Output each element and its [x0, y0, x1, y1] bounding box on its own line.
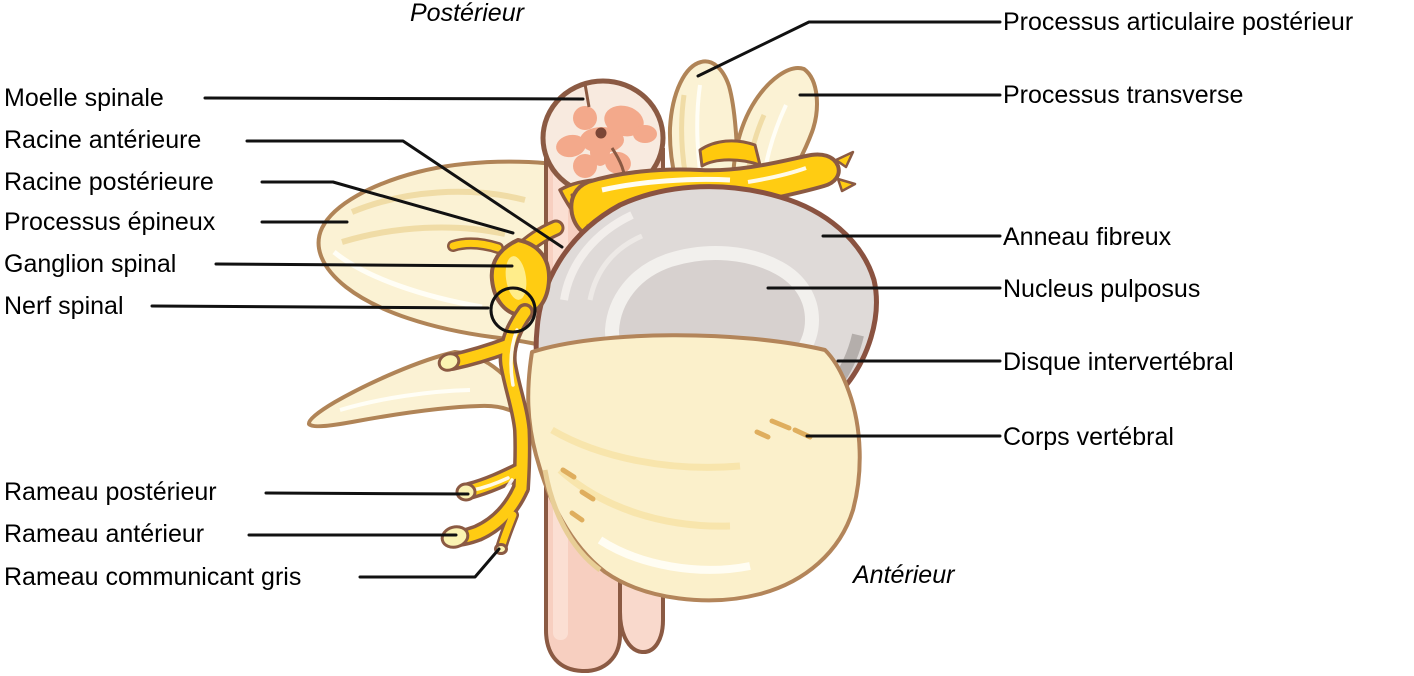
leader-nerf-spinal	[150, 304, 490, 310]
label-rameau-posterieur: Rameau postérieur	[4, 478, 217, 506]
label-anneau-fibreux: Anneau fibreux	[1003, 223, 1172, 251]
label-processus-articulaire: Processus articulaire postérieur	[1003, 8, 1354, 36]
label-moelle-spinale: Moelle spinale	[4, 84, 164, 112]
leader-processus-articulaire	[696, 20, 1002, 78]
spinal-nerve-and-rami	[437, 219, 565, 555]
leader-lines	[150, 20, 1002, 579]
label-corps-vertebral: Corps vertébral	[1003, 423, 1174, 451]
label-processus-epineux: Processus épineux	[4, 208, 216, 236]
orientation-anterior-label: Antérieur	[853, 561, 955, 589]
orientation-posterior-label: Postérieur	[410, 0, 524, 27]
central-canal-dot	[595, 127, 607, 139]
nerf-spinal-circle	[489, 286, 537, 334]
vertebral-body	[526, 333, 862, 603]
label-nucleus-pulposus: Nucleus pulposus	[1003, 275, 1201, 303]
leader-ganglion-spinal	[214, 262, 514, 268]
label-ganglion-spinal: Ganglion spinal	[4, 250, 177, 278]
gray-matter-butterfly	[556, 105, 657, 178]
label-processus-transverse: Processus transverse	[1003, 81, 1244, 109]
label-rameau-anterieur: Rameau antérieur	[4, 520, 205, 548]
leader-moelle-spinale	[203, 96, 585, 101]
posterior-median-sulcus	[583, 83, 591, 108]
leader-rameau-posterieur	[264, 491, 470, 496]
label-racine-posterieure: Racine postérieure	[4, 168, 214, 196]
leader-rameau-communicant	[358, 547, 501, 579]
label-nerf-spinal: Nerf spinal	[4, 292, 124, 320]
leader-racine-anterieure	[245, 139, 564, 249]
label-racine-anterieure: Racine antérieure	[4, 126, 202, 154]
label-disque-intervertebral: Disque intervertébral	[1003, 348, 1234, 376]
label-rameau-communicant: Rameau communicant gris	[4, 563, 302, 591]
leader-racine-posterieure	[260, 180, 515, 235]
inferior-process-bone	[307, 350, 533, 430]
